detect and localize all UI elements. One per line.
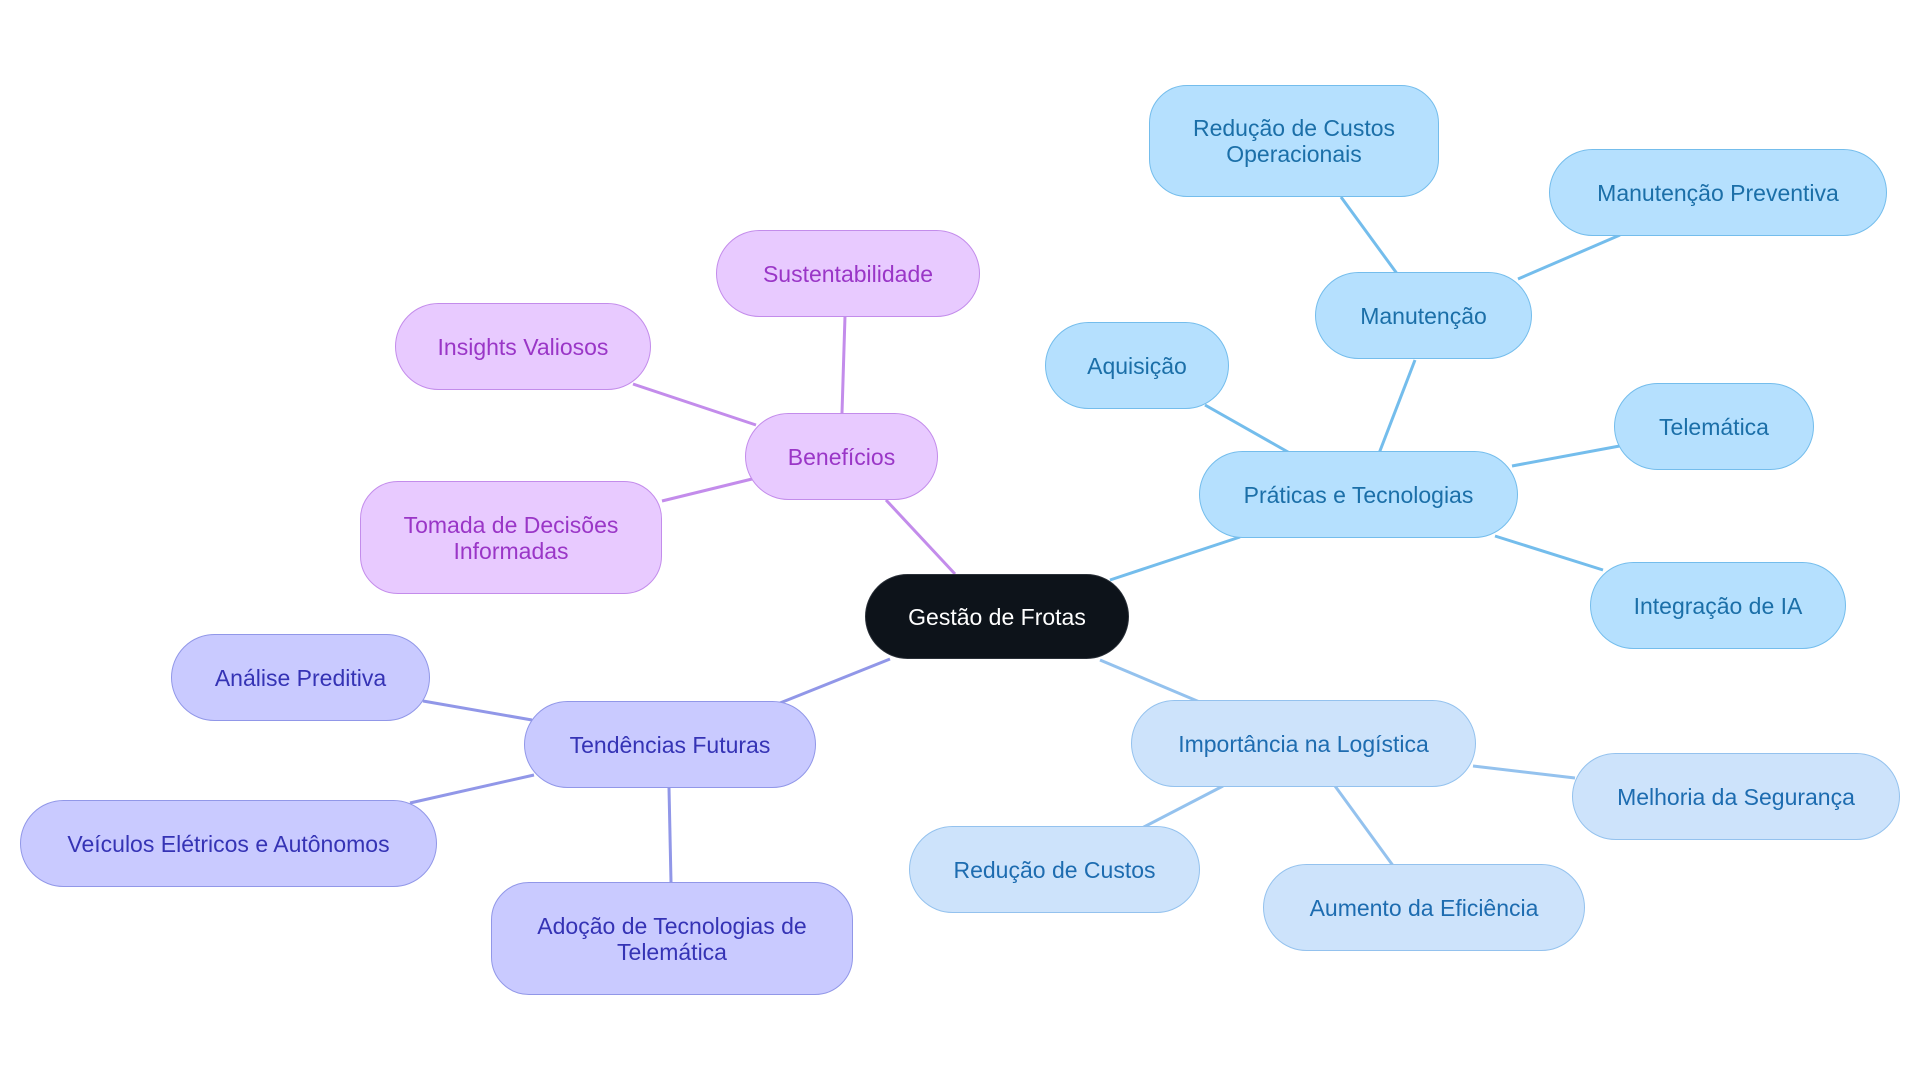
- node-melhoria-seguranca: Melhoria da Segurança: [1572, 753, 1900, 840]
- node-integracao-ia: Integração de IA: [1590, 562, 1846, 649]
- edge-tendencias-analise-preditiva: [422, 699, 533, 722]
- edge-praticas-aquisicao: [1204, 403, 1296, 458]
- edge-manutencao-manutencao-preventiva: [1517, 233, 1621, 281]
- node-manutencao-preventiva: Manutenção Preventiva: [1549, 149, 1887, 236]
- node-telematica: Telemática: [1614, 383, 1814, 470]
- node-manutencao: Manutenção: [1315, 272, 1532, 359]
- edge-tendencias-adocao-telematica: [667, 787, 673, 883]
- edge-root-importancia: [1099, 658, 1203, 705]
- branch-tendencias-futuras: Tendências Futuras: [524, 701, 816, 788]
- edge-beneficios-decisoes: [661, 477, 753, 503]
- node-tomada-decisoes: Tomada de Decisões Informadas: [360, 481, 662, 594]
- edge-beneficios-insights: [632, 382, 757, 427]
- edge-root-praticas: [1109, 535, 1241, 582]
- edge-importancia-reducao-custos: [1139, 784, 1224, 831]
- node-aquisicao: Aquisição: [1045, 322, 1229, 409]
- edge-manutencao-reducao-custos-operacionais: [1339, 196, 1400, 276]
- node-adocao-telematica: Adoção de Tecnologias de Telemática: [491, 882, 853, 995]
- edge-beneficios-sustentabilidade: [840, 315, 847, 414]
- edge-tendencias-veiculos: [409, 773, 535, 805]
- branch-beneficios: Benefícios: [745, 413, 938, 500]
- node-analise-preditiva: Análise Preditiva: [171, 634, 430, 721]
- node-sustentabilidade: Sustentabilidade: [716, 230, 980, 317]
- edge-root-tendencias: [779, 657, 891, 705]
- root-node: Gestão de Frotas: [865, 574, 1129, 659]
- branch-praticas-tecnologias: Práticas e Tecnologias: [1199, 451, 1518, 538]
- edge-importancia-aumento-eficiencia: [1333, 785, 1396, 868]
- node-reducao-custos-operacionais: Redução de Custos Operacionais: [1149, 85, 1439, 197]
- node-aumento-eficiencia: Aumento da Eficiência: [1263, 864, 1585, 951]
- edge-root-beneficios: [884, 498, 957, 576]
- node-insights-valiosos: Insights Valiosos: [395, 303, 651, 390]
- edge-praticas-manutencao: [1376, 359, 1417, 457]
- branch-importancia-logistica: Importância na Logística: [1131, 700, 1476, 787]
- node-veiculos-eletricos: Veículos Elétricos e Autônomos: [20, 800, 437, 887]
- edge-importancia-melhoria-seguranca: [1472, 764, 1576, 780]
- edge-praticas-telematica: [1511, 443, 1626, 468]
- edge-praticas-integracao-ia: [1494, 534, 1604, 572]
- node-reducao-custos: Redução de Custos: [909, 826, 1200, 913]
